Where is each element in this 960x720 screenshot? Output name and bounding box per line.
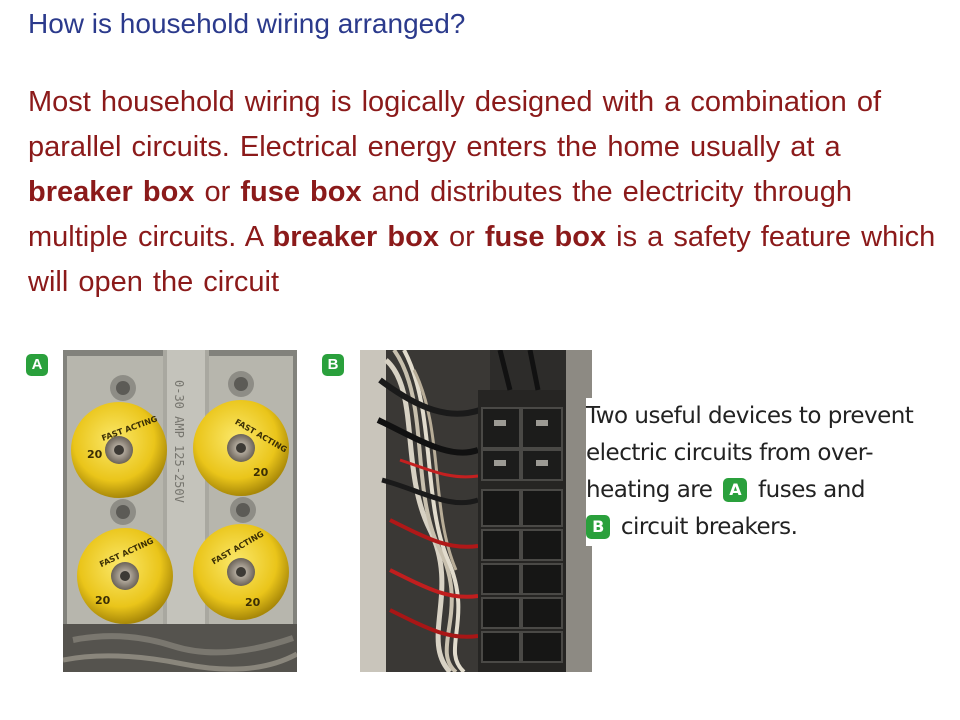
- fuse-box-photo: 0-30 AMP 125-250V FAST ACTING 20 FAST AC…: [63, 350, 297, 672]
- slide-title: How is household wiring arranged?: [28, 8, 466, 39]
- caption-text: fuses and: [758, 477, 865, 503]
- caption-badge-a: A: [723, 478, 748, 502]
- caption-text: circuit breakers.: [620, 514, 798, 540]
- badge-a: A: [26, 354, 48, 376]
- figure-caption: Two useful devices to prevent electric c…: [586, 398, 946, 546]
- caption-badge-b: B: [586, 515, 610, 539]
- bold-term: breaker box: [28, 176, 195, 208]
- paragraph-text: and distributes the electricity through …: [28, 176, 852, 253]
- caption-line: electric circuits from over-: [586, 440, 874, 466]
- body-paragraph: Most household wiring is logically desig…: [28, 80, 948, 305]
- fuse-bottom-left: FAST ACTING 20: [77, 528, 173, 624]
- fuse-rating: 20: [253, 466, 269, 479]
- fuse-bottom-right: FAST ACTING 20: [193, 524, 289, 620]
- fuse-rating: 20: [87, 448, 103, 461]
- caption-line: heating are A fuses and: [586, 472, 946, 509]
- fuse-top-right: FAST ACTING 20: [193, 400, 289, 496]
- paragraph-text: Most household wiring is logically desig…: [28, 86, 882, 163]
- paragraph-text: is a safety feature which will open the …: [28, 221, 936, 298]
- fuse-bar-label: 0-30 AMP 125-250V: [172, 380, 186, 503]
- caption-text: heating are: [586, 477, 713, 503]
- bold-term: fuse box: [240, 176, 362, 208]
- breaker-panel-photo: [360, 350, 592, 672]
- bold-term: breaker box: [272, 221, 439, 253]
- caption-line: Two useful devices to prevent: [586, 403, 914, 429]
- breaker-column: [478, 390, 566, 672]
- paragraph-text: or: [438, 221, 485, 253]
- paragraph-text: or: [194, 176, 241, 208]
- bold-term: fuse box: [484, 221, 607, 253]
- caption-line: B circuit breakers.: [586, 509, 946, 546]
- badge-b: B: [322, 354, 344, 376]
- fuse-rating: 20: [245, 596, 261, 609]
- fuse-rating: 20: [95, 594, 111, 607]
- fuse-top-left: FAST ACTING 20: [71, 402, 167, 498]
